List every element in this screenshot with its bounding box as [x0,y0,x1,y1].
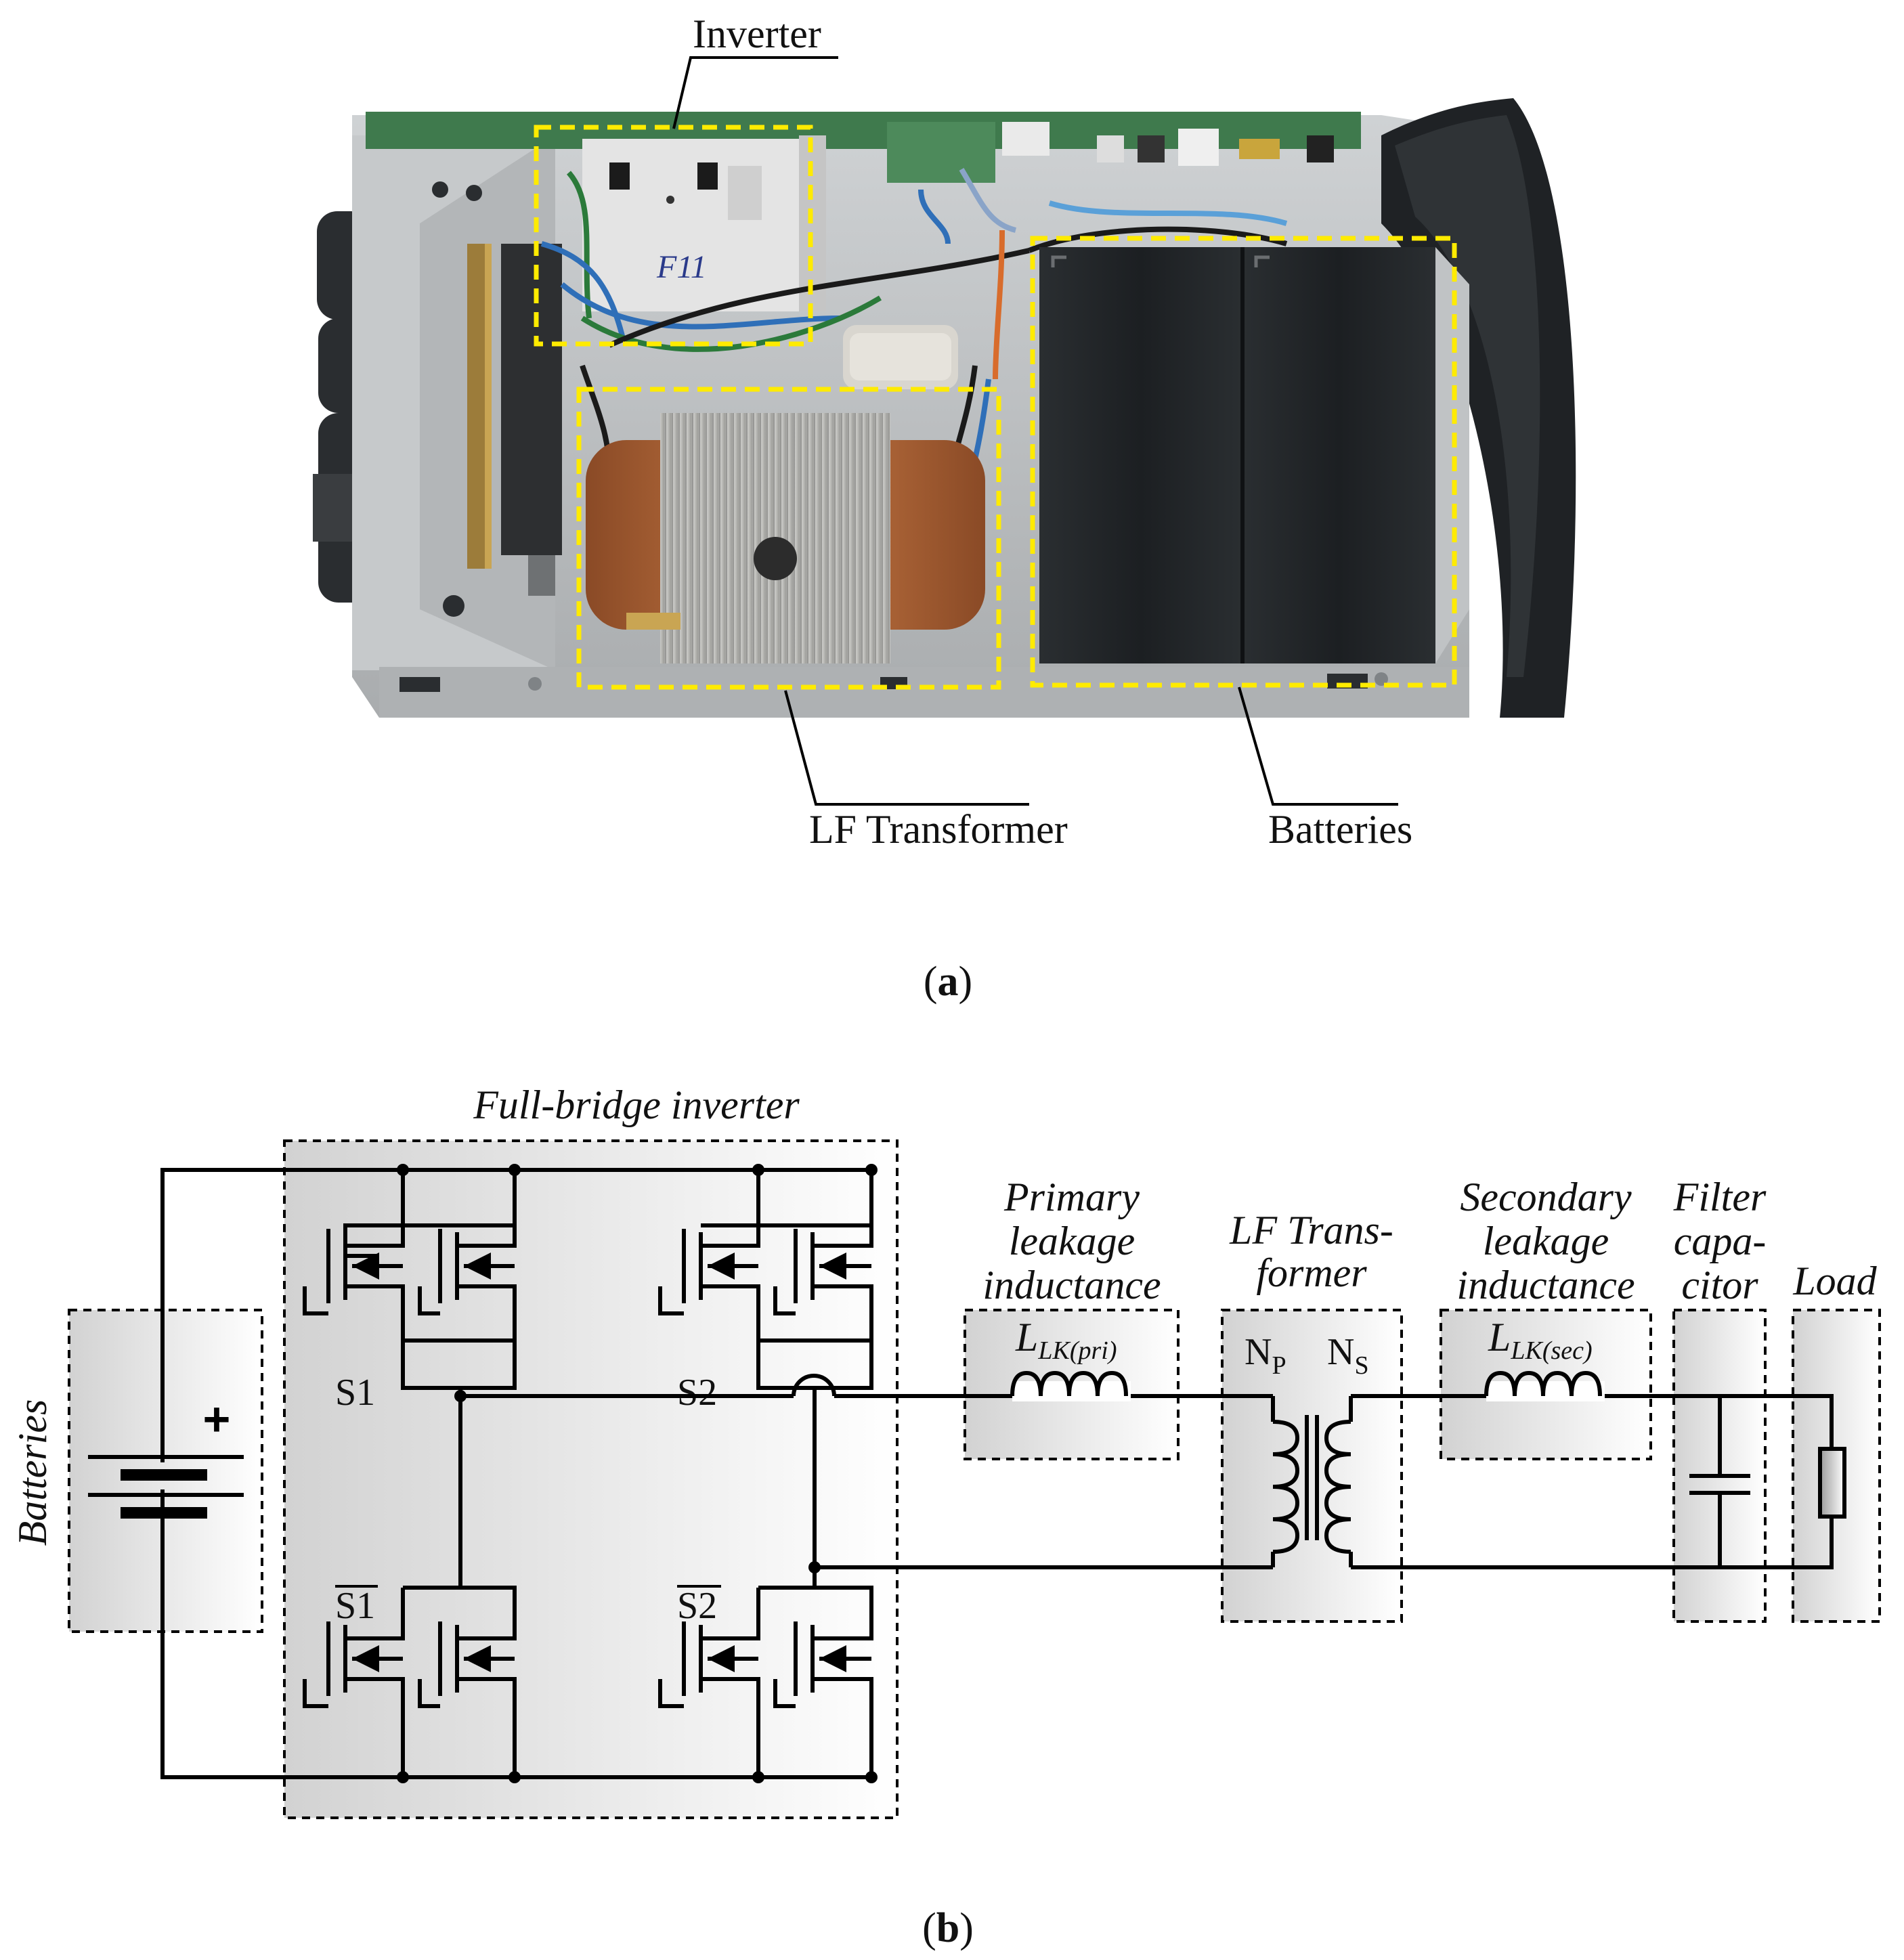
inverter-heatsink: F11 [582,135,826,311]
battery-symbol [88,1422,244,1530]
panel-b-schematic: Batteries Full-bridge inverter Primary l… [10,1083,1881,1951]
np-label: NP [1245,1331,1286,1380]
transformer-highlight-box [576,387,1001,690]
switch-s1-mosfets [303,1170,517,1395]
load-resistor-symbol [1818,1447,1846,1519]
node-dot [752,1771,764,1783]
switch-label-s2-bar: S2 [677,1585,717,1627]
switch-label-s1-bar: S1 [335,1585,375,1627]
batteries-leader [1238,687,1398,806]
filter-title-2: capa- [1674,1219,1767,1263]
transformer-title-2: former [1256,1250,1367,1295]
switch-s1-bar-mosfets [303,1537,517,1777]
node-dot [509,1164,521,1176]
wiring [540,167,1288,488]
inverter-highlight-box [534,125,813,347]
secondary-leakage-title-3: inductance [1456,1263,1635,1307]
batteries-highlight-box [1030,236,1457,688]
heatsink-bar [467,244,562,596]
primary-inductor [1010,1370,1131,1401]
switch-s2-mosfets [658,1170,873,1390]
switch-label-s2: S2 [677,1372,717,1414]
secondary-leakage-title-2: leakage [1483,1219,1609,1263]
node-dot [397,1164,409,1176]
filter-title-1: Filter [1673,1175,1767,1219]
battery-pack [1039,247,1469,663]
batteries-label: Batteries [1268,807,1412,852]
primary-inductor-label: LLK(pri) [1015,1315,1117,1365]
primary-leakage-title-3: inductance [982,1263,1161,1307]
inverter-block-title: Full-bridge inverter [473,1083,800,1127]
battery-plus-sign: + [203,1393,231,1445]
node-dot [865,1771,878,1783]
batteries-block-title: Batteries [10,1399,55,1546]
panel-b-caption: (b) [922,1905,974,1951]
panel-a-caption: (a) [924,959,972,1005]
capacitor-part [843,325,958,389]
node-dot [509,1771,521,1783]
inverter-label: Inverter [693,12,821,56]
control-pcb [366,112,1361,183]
secondary-inductor-label: LLK(sec) [1488,1315,1593,1365]
transformer-symbol [1271,1396,1353,1567]
node-dot [397,1771,409,1783]
filter-capacitor-symbol [1689,1474,1750,1495]
lf-transformer-leader [784,690,1029,806]
svg-text:F11: F11 [656,249,707,285]
midpoint-nets [458,1374,1273,1569]
switch-label-s1: S1 [335,1372,375,1414]
inverter-block [283,1139,899,1819]
dc-bus [160,1168,871,1779]
node-dot [808,1561,821,1573]
node-dot [752,1164,764,1176]
inverter-leader [672,56,838,129]
node-dot [454,1390,467,1402]
panel-a-photo: F11 [313,12,1576,1005]
secondary-leakage-title-1: Secondary [1460,1175,1632,1219]
filter-title-3: citor [1681,1263,1758,1307]
secondary-inductor [1484,1370,1605,1401]
primary-leakage-title-1: Primary [1003,1175,1140,1219]
switch-s2-bar-mosfets [658,1567,873,1777]
node-dot [865,1164,878,1176]
transformer-block [1221,1309,1403,1623]
primary-leakage-title-2: leakage [1009,1219,1135,1263]
transformer-title-1: LF Trans- [1229,1208,1393,1253]
lf-transformer-label: LF Transformer [809,807,1068,852]
load-title: Load [1792,1259,1877,1303]
ns-label: NS [1327,1331,1369,1380]
transformer-part [586,413,985,663]
